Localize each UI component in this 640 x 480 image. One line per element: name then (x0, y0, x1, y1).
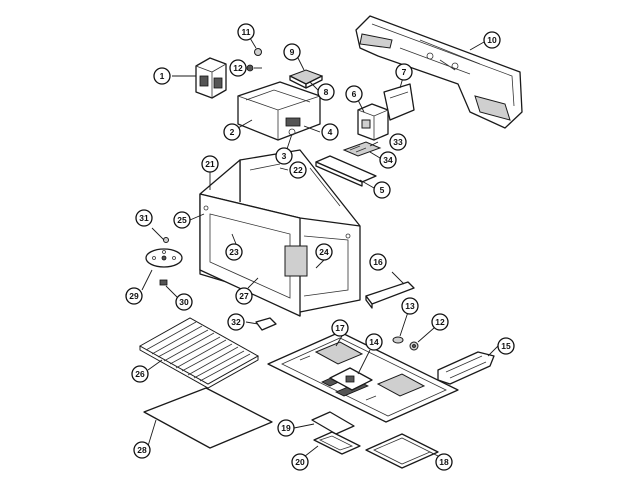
svg-text:12: 12 (435, 317, 445, 327)
callout-28: 28 (133, 441, 151, 459)
callout-13: 13 (401, 297, 419, 315)
part-19-filter (311, 411, 355, 435)
part-11-fastener (246, 48, 262, 72)
callout-22: 22 (289, 161, 307, 179)
part-2-control-box (237, 81, 321, 141)
callout-34: 34 (379, 151, 397, 169)
callout-27: 27 (235, 287, 253, 305)
callout-3: 3 (275, 147, 293, 165)
callout-30: 30 (175, 293, 193, 311)
callout-7: 7 (395, 63, 413, 81)
svg-text:25: 25 (177, 215, 187, 225)
svg-text:18: 18 (439, 457, 449, 467)
svg-text:1: 1 (160, 71, 165, 81)
svg-text:8: 8 (324, 87, 329, 97)
part-9-pad (288, 69, 324, 89)
callout-24: 24 (315, 243, 333, 261)
leader-lines (141, 37, 499, 461)
svg-text:17: 17 (335, 323, 345, 333)
part-16-vent-bar (365, 281, 415, 309)
svg-text:19: 19 (281, 423, 291, 433)
part-30-roller (159, 279, 168, 286)
part-28-filter-sheet (143, 387, 273, 449)
callout-21: 21 (201, 155, 219, 173)
callout-11: 11 (237, 23, 255, 41)
svg-text:7: 7 (402, 67, 407, 77)
part-5-bar (315, 155, 377, 187)
svg-text:32: 32 (231, 317, 241, 327)
part-32-clip (255, 317, 277, 331)
part-1-blower-motor (195, 57, 227, 99)
callout-6: 6 (345, 85, 363, 103)
part-7-bracket (383, 83, 415, 121)
callout-26: 26 (131, 365, 149, 383)
callout-31: 31 (135, 209, 153, 227)
part-6-transformer (357, 103, 389, 141)
callout-8: 8 (317, 83, 335, 101)
svg-text:3: 3 (282, 151, 287, 161)
part-20-frame (313, 431, 361, 455)
svg-text:13: 13 (405, 301, 415, 311)
part-15-grille (437, 351, 495, 385)
callout-32: 32 (227, 313, 245, 331)
part-10-mounting-plate (355, 15, 523, 129)
callout-12-lower: 12 (431, 313, 449, 331)
part-12-bulb-lower (409, 341, 419, 351)
callout-4: 4 (321, 123, 339, 141)
callout-23: 23 (225, 243, 243, 261)
callout-16: 16 (369, 253, 387, 271)
callout-25: 25 (173, 211, 191, 229)
svg-text:12: 12 (233, 63, 243, 73)
callout-5: 5 (373, 181, 391, 199)
callout-29: 29 (125, 287, 143, 305)
svg-text:24: 24 (319, 247, 329, 257)
svg-text:2: 2 (230, 127, 235, 137)
part-14-light-assembly (329, 367, 373, 391)
svg-text:22: 22 (293, 165, 303, 175)
callout-1: 1 (153, 67, 171, 85)
callout-33: 33 (389, 133, 407, 151)
part-18-grease-filter (365, 433, 439, 469)
svg-text:27: 27 (239, 291, 249, 301)
svg-text:5: 5 (380, 185, 385, 195)
svg-text:9: 9 (290, 47, 295, 57)
callout-14: 14 (365, 333, 383, 351)
callout-15: 15 (497, 337, 515, 355)
part-26-rack (138, 317, 260, 389)
part-13-bulb-socket (392, 336, 404, 344)
svg-text:31: 31 (139, 213, 149, 223)
svg-text:34: 34 (383, 155, 393, 165)
svg-text:6: 6 (352, 89, 357, 99)
svg-text:30: 30 (179, 297, 189, 307)
svg-text:11: 11 (242, 27, 251, 37)
callout-9: 9 (283, 43, 301, 61)
svg-text:29: 29 (129, 291, 139, 301)
svg-text:26: 26 (135, 369, 145, 379)
svg-text:23: 23 (229, 247, 239, 257)
callout-12-upper: 12 (229, 59, 247, 77)
svg-text:16: 16 (373, 257, 383, 267)
svg-text:15: 15 (501, 341, 511, 351)
svg-text:14: 14 (369, 337, 379, 347)
part-27-oven-cavity (199, 149, 361, 317)
callout-2: 2 (223, 123, 241, 141)
callout-17: 17 (331, 319, 349, 337)
callout-18: 18 (435, 453, 453, 471)
svg-text:21: 21 (205, 159, 215, 169)
svg-text:4: 4 (328, 127, 333, 137)
callout-19: 19 (277, 419, 295, 437)
svg-text:10: 10 (487, 35, 497, 45)
part-29-turntable-support (145, 248, 183, 268)
callout-20: 20 (291, 453, 309, 471)
callout-10: 10 (483, 31, 501, 49)
svg-text:28: 28 (137, 445, 147, 455)
part-31-coupler (163, 237, 169, 243)
svg-text:33: 33 (393, 137, 403, 147)
svg-text:20: 20 (295, 457, 305, 467)
